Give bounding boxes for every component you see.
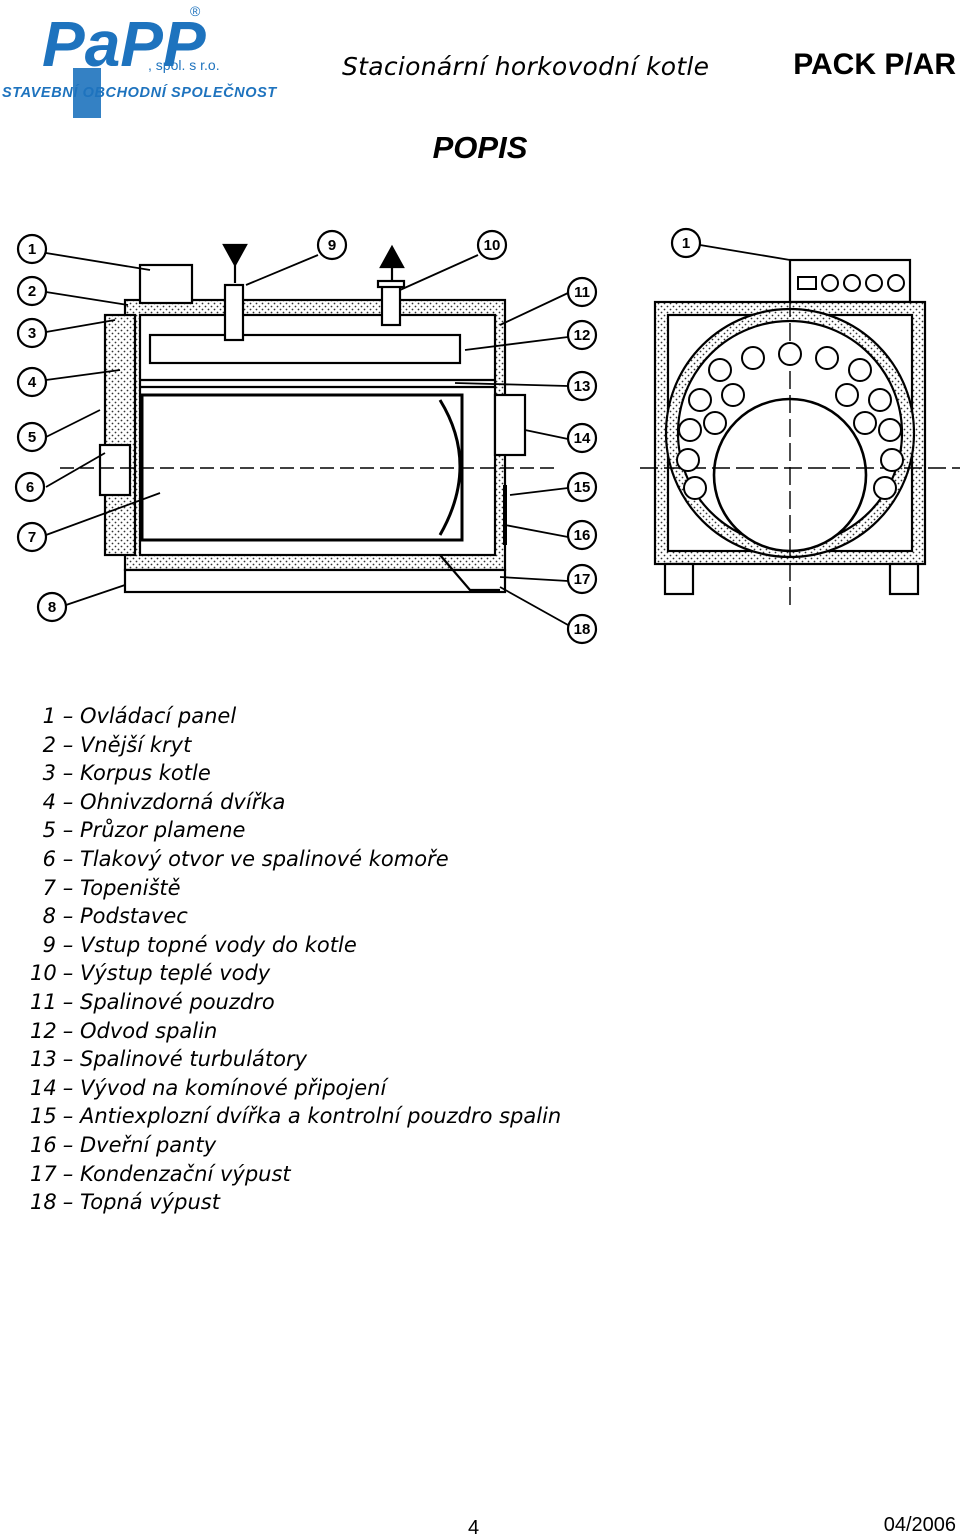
callout-3: 3 — [16, 317, 48, 349]
legend-item: 4–Ohnivzdorná dvířka — [42, 789, 286, 814]
callout-18: 18 — [566, 613, 598, 645]
svg-text:11: 11 — [574, 284, 590, 301]
control-panel-dials — [797, 274, 905, 292]
flue-tubes — [676, 342, 904, 500]
legend-item: 11–Spalinové pouzdro — [30, 989, 275, 1014]
callout-11: 11 — [566, 276, 598, 308]
svg-text:9: 9 — [328, 237, 336, 254]
parts-legend: 1–Ovládací panel 2–Vnější kryt 3–Korpus … — [30, 702, 561, 1217]
svg-text:1: 1 — [682, 235, 690, 252]
callout-10: 10 — [476, 229, 508, 261]
logo-stripe — [73, 68, 101, 118]
legend-item: 15–Antiexplozní dvířka a kontrolní pouzd… — [30, 1104, 562, 1129]
company-logo: PaPP , spol. s r.o. ® STAVEBNÍ OBCHODNÍ … — [2, 3, 277, 118]
legend-item: 13–Spalinové turbulátory — [30, 1047, 308, 1072]
svg-text:8: 8 — [48, 599, 56, 616]
svg-text:3: 3 — [28, 325, 36, 342]
callout-9: 9 — [316, 229, 348, 261]
legend-item: 17–Kondenzační výpust — [30, 1161, 291, 1186]
leader-lines — [45, 244, 791, 626]
callout-13: 13 — [566, 370, 598, 402]
callout-6: 6 — [14, 471, 46, 503]
legend-item: 5–Průzor plamene — [42, 818, 246, 843]
legend-item: 18–Topná výpust — [30, 1190, 220, 1215]
section-heading: POPIS — [432, 130, 528, 165]
svg-text:16: 16 — [574, 527, 591, 544]
legend-item: 9–Vstup topné vody do kotle — [42, 932, 357, 957]
callout-1: 1 — [16, 233, 48, 265]
callout-14: 14 — [566, 422, 598, 454]
registered-icon: ® — [190, 3, 201, 19]
legend-item: 8–Podstavec — [42, 904, 188, 929]
legend-item: 14–Vývod na komínové připojení — [30, 1075, 387, 1100]
legend-item: 16–Dveřní panty — [30, 1132, 217, 1157]
side-section-view — [60, 243, 560, 594]
callout-front-1: 1 — [670, 227, 702, 259]
logo-brand: PaPP — [42, 8, 206, 80]
svg-text:6: 6 — [26, 479, 34, 496]
logo-tagline: STAVEBNÍ OBCHODNÍ SPOLEČNOST — [2, 83, 277, 101]
page-number: 4 — [468, 1517, 480, 1539]
callout-17: 17 — [566, 563, 598, 595]
callout-4: 4 — [16, 366, 48, 398]
callout-2: 2 — [16, 275, 48, 307]
legend-item: 2–Vnější kryt — [42, 732, 192, 757]
product-name: PACK P/AR — [793, 48, 956, 81]
svg-text:13: 13 — [574, 378, 591, 395]
svg-text:12: 12 — [574, 327, 591, 344]
legend-item: 3–Korpus kotle — [42, 761, 211, 786]
callout-5: 5 — [16, 421, 48, 453]
document-date: 04/2006 — [883, 1514, 956, 1536]
callout-15: 15 — [566, 471, 598, 503]
svg-text:1: 1 — [28, 241, 36, 258]
callout-7: 7 — [16, 521, 48, 553]
svg-text:17: 17 — [574, 571, 591, 588]
callout-16: 16 — [566, 519, 598, 551]
svg-text:10: 10 — [484, 237, 501, 254]
svg-text:15: 15 — [574, 479, 591, 496]
boiler-diagram: 1 2 3 4 5 6 7 8 9 10 11 12 13 14 15 16 1… — [14, 227, 960, 645]
callout-12: 12 — [566, 319, 598, 351]
logo-suffix: , spol. s r.o. — [148, 57, 220, 73]
svg-text:7: 7 — [28, 529, 36, 546]
svg-text:4: 4 — [28, 374, 37, 391]
legend-item: 1–Ovládací panel — [42, 704, 237, 728]
legend-item: 12–Odvod spalin — [30, 1018, 218, 1043]
legend-item: 6–Tlakový otvor ve spalinové komoře — [42, 846, 449, 871]
document-subtitle: Stacionární horkovodní kotle — [342, 52, 710, 81]
legend-item: 7–Topeniště — [42, 875, 181, 900]
svg-text:14: 14 — [574, 430, 591, 447]
svg-text:2: 2 — [28, 283, 36, 300]
callout-8: 8 — [36, 591, 68, 623]
svg-text:18: 18 — [574, 621, 591, 638]
svg-text:5: 5 — [28, 429, 36, 446]
legend-item: 10–Výstup teplé vody — [30, 961, 271, 986]
